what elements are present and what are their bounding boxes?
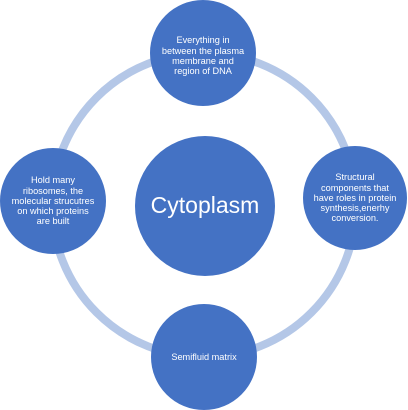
node-bottom-label: Semifluid matrix xyxy=(171,351,237,362)
center-node-cytoplasm: Cytoplasm xyxy=(135,136,275,276)
center-label: Cytoplasm xyxy=(150,192,260,219)
node-left: Hold many ribosomes, the molecular struc… xyxy=(0,148,106,254)
node-right: Structural components that have roles in… xyxy=(303,146,407,250)
node-top-label: Everything in between the plasma membran… xyxy=(161,35,245,77)
node-bottom: Semifluid matrix xyxy=(151,304,257,410)
node-right-label: Structural components that have roles in… xyxy=(313,172,397,224)
node-top: Everything in between the plasma membran… xyxy=(150,0,256,106)
node-left-label: Hold many ribosomes, the molecular struc… xyxy=(11,175,95,227)
